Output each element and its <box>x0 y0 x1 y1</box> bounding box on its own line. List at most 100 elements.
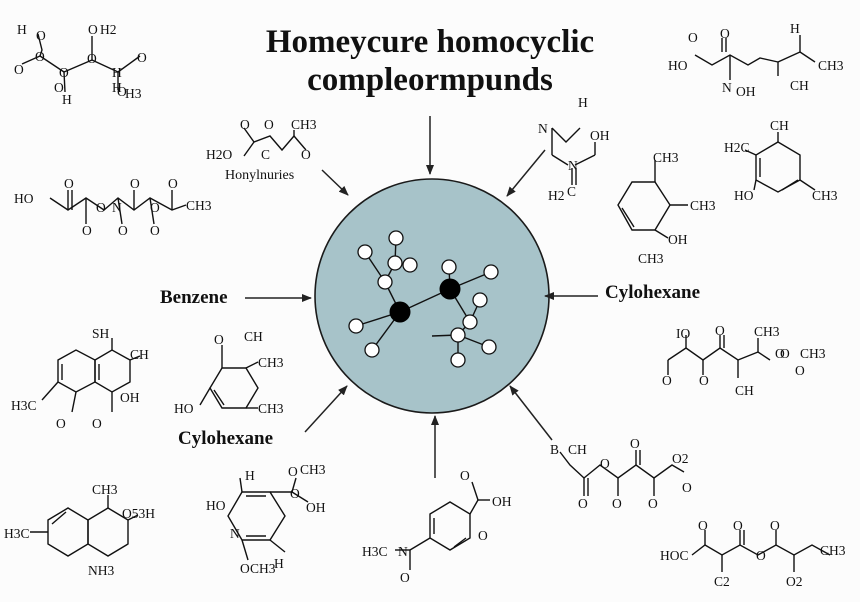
atom-label: C <box>567 184 576 199</box>
atom-label: CH3 <box>250 561 276 576</box>
atom-label: O <box>682 480 692 495</box>
atom-label: O <box>137 50 147 65</box>
atom-white <box>450 352 466 368</box>
atom-label: O <box>88 22 98 37</box>
atom-label: O <box>780 346 790 361</box>
atom-white <box>450 327 466 343</box>
molecule-1: H O O H2 O O O O O H O H H O H3 <box>14 22 147 107</box>
atom-label: O <box>117 84 127 99</box>
atom-label: O <box>775 346 785 361</box>
atom-label: O <box>699 373 709 388</box>
atom-black <box>389 301 411 323</box>
atom-label: O <box>64 176 74 191</box>
atom-white <box>402 257 418 273</box>
atom-label: O <box>720 26 730 41</box>
atom-white <box>441 259 457 275</box>
atom-label: H2C <box>724 140 750 155</box>
atom-white <box>472 292 488 308</box>
atom-label: O <box>96 200 106 215</box>
atom-black <box>439 278 461 300</box>
atom-label: OH <box>120 390 140 405</box>
atom-label: CH3 <box>92 482 118 497</box>
atom-label: NH3 <box>88 563 114 578</box>
molecule-11: CH3 H3C O53H NH3 <box>4 482 155 578</box>
atom-label: HO <box>734 188 754 203</box>
molecule-14: B CH O O O O2 O O O <box>550 436 692 511</box>
atom-label: H3C <box>362 544 388 559</box>
atom-label: H3C <box>4 526 30 541</box>
atom-label: O <box>600 456 610 471</box>
atom-label: O <box>92 416 102 431</box>
atom-label: O <box>240 561 250 576</box>
atom-label: CH3 <box>186 198 212 213</box>
arrows <box>245 116 598 478</box>
molecule-8: SH CH H3C OH O O <box>11 326 149 431</box>
atom-label: O <box>35 49 45 64</box>
atom-label: CH <box>790 78 809 93</box>
atom-label: O2 <box>786 574 803 589</box>
atom-label: CH3 <box>291 117 317 132</box>
label-benzene: Benzene <box>160 287 228 308</box>
atom-label: CH <box>568 442 587 457</box>
atom-label: CH3 <box>818 58 844 73</box>
molecule-10: IO CH3 O O O O O CH O CH3 <box>662 323 826 398</box>
atom-label: H3 <box>125 86 142 101</box>
atom-label: N <box>722 80 732 95</box>
label-cyclohexane-bottom: Cylohexane <box>178 428 273 449</box>
atom-white <box>483 264 499 280</box>
atom-label: O <box>288 464 298 479</box>
molecule-6: CH3 CH3 OH CH3 <box>617 150 716 266</box>
atom-label: O <box>733 518 743 533</box>
atom-label: OH <box>492 494 512 509</box>
atom-label: H2 <box>100 22 117 37</box>
atom-label: O <box>770 518 780 533</box>
atom-label: H <box>112 65 122 80</box>
label-cyclohexane-right: Cylohexane <box>605 282 700 303</box>
atom-white <box>357 244 373 260</box>
atom-white <box>348 318 364 334</box>
atom-label: B <box>550 442 559 457</box>
atom-label: CH3 <box>812 188 838 203</box>
molecule-4: H N N OH H2 C <box>538 95 610 203</box>
arrow-bottom-right <box>509 385 553 441</box>
atom-label: CH3 <box>800 346 826 361</box>
atom-white <box>387 255 403 271</box>
atom-white <box>462 314 478 330</box>
atom-white <box>388 230 404 246</box>
atom-label: CH3 <box>820 543 846 558</box>
atom-label: O2 <box>672 451 689 466</box>
arrow-top-left <box>321 169 349 196</box>
molecule-5: H O HO O N OH CH CH3 <box>668 21 844 99</box>
atom-white <box>364 342 380 358</box>
atom-label: H2 <box>548 188 565 203</box>
atom-label: O <box>795 363 805 378</box>
atom-label: O <box>240 117 250 132</box>
molecule-2: O O CH3 H2O C O <box>206 117 317 162</box>
atom-label: O <box>290 486 300 501</box>
atom-label: IO <box>676 326 690 341</box>
molecule-15: O O O HOC O CH3 C2 O2 <box>660 518 846 589</box>
molecule-9: O CH CH3 HO CH3 <box>174 329 284 416</box>
atom-label: N <box>538 121 548 136</box>
atom-label: O <box>662 373 672 388</box>
atom-label: O <box>14 62 24 77</box>
title-line-1: Homeycure homocyclic <box>265 24 595 60</box>
atom-label: O <box>56 416 66 431</box>
label-honylnuries: Honylnuries <box>225 168 295 183</box>
atom-label: O <box>130 176 140 191</box>
atom-label: HO <box>206 498 226 513</box>
atom-label: O <box>82 223 92 238</box>
atom-label: O <box>59 65 69 80</box>
molecule-13: O OH H3C N O O <box>362 468 512 585</box>
atom-label: O <box>630 436 640 451</box>
atom-label: H <box>112 80 122 95</box>
atom-label: HOC <box>660 548 689 563</box>
atom-label: H <box>274 556 284 571</box>
atom-label: CH3 <box>653 150 679 165</box>
atom-label: O <box>478 528 488 543</box>
atom-label: CH3 <box>258 355 284 370</box>
atom-label: HO <box>14 191 34 206</box>
atom-label: O <box>460 468 470 483</box>
atom-label: CH3 <box>690 198 716 213</box>
